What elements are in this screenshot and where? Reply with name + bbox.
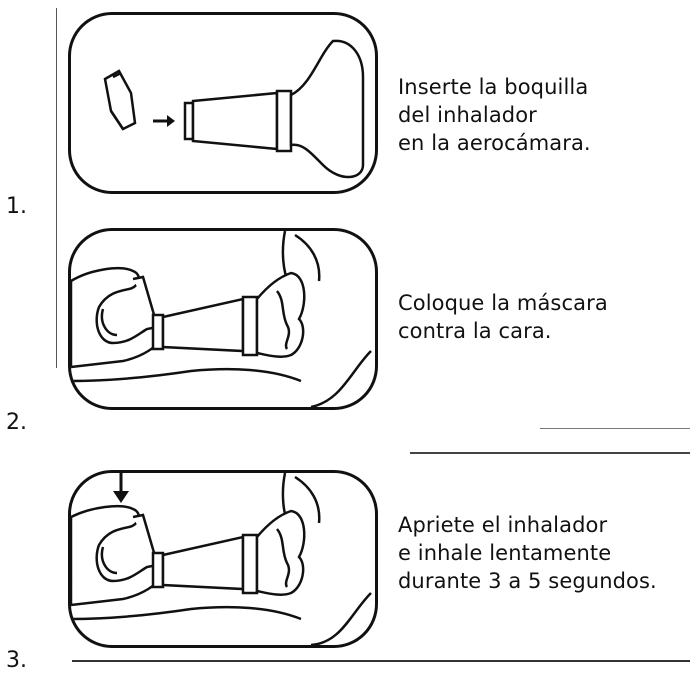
spacer-chamber-icon — [183, 39, 365, 179]
step-2-illustration-panel — [68, 228, 378, 410]
step-3-caption-line: Apriete el inhalador — [398, 513, 608, 537]
step-2-caption: Coloque la máscara contra la cara. — [398, 289, 608, 345]
inhaler-icon — [103, 69, 137, 131]
step-3-caption-line: e inhale lentamente — [398, 541, 612, 565]
step-3-illustration-panel — [68, 470, 378, 648]
scan-artifact-top-dashes — [540, 428, 690, 429]
step-3-caption: Apriete el inhalador e inhale lentamente… — [398, 511, 657, 595]
scan-artifact-left-vertical — [56, 8, 57, 368]
hand-icon — [71, 504, 165, 607]
scan-artifact-bottom-dashes — [72, 660, 690, 662]
step-1-illustration-panel — [68, 12, 378, 194]
mask-against-face-illustration — [71, 231, 372, 407]
step-1-caption-line: en la aerocámara. — [398, 131, 591, 155]
scan-artifact-mid-dashes — [410, 452, 690, 454]
spacer-chamber-icon — [151, 271, 306, 358]
step-2-number: 2. — [6, 410, 27, 435]
step-1-caption-line: Inserte la boquilla — [398, 75, 589, 99]
step-1-caption-line: del inhalador — [398, 103, 537, 127]
step-1-caption: Inserte la boquilla del inhalador en la … — [398, 73, 591, 157]
step-3-number: 3. — [6, 648, 27, 673]
hand-icon — [71, 267, 165, 369]
inhaler-and-spacer-illustration — [103, 39, 365, 179]
press-and-inhale-illustration — [71, 473, 372, 645]
step-2-caption-line: contra la cara. — [398, 319, 552, 343]
shoulder-outline-icon — [71, 605, 302, 621]
step-3-caption-line: durante 3 a 5 segundos. — [398, 569, 657, 593]
arrow-right-icon — [153, 115, 175, 127]
shoulder-outline-icon — [71, 367, 302, 383]
step-2-caption-line: Coloque la máscara — [398, 291, 608, 315]
press-down-arrow-icon — [113, 473, 129, 503]
step-1-number: 1. — [6, 194, 27, 219]
spacer-chamber-icon — [151, 509, 306, 596]
